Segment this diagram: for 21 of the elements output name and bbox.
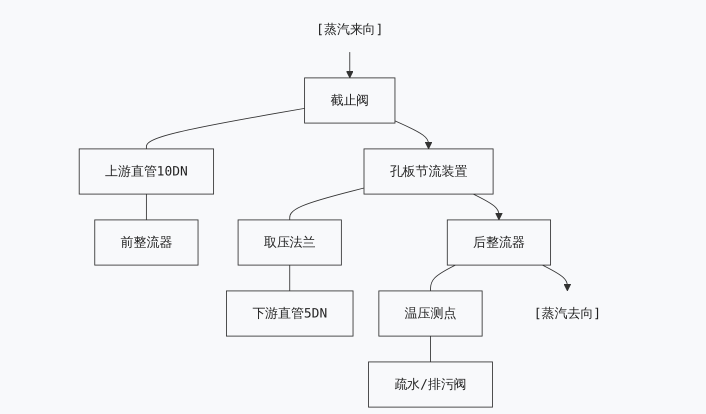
connector xyxy=(430,264,456,292)
node-box: 疏水/排污阀 xyxy=(368,362,493,408)
node-box: 下游直管5DN xyxy=(226,290,354,337)
connector xyxy=(146,194,147,220)
connector xyxy=(146,108,306,150)
node-box: 孔板节流装置 xyxy=(364,148,494,195)
node-box: 后整流器 xyxy=(446,219,551,266)
node-box: 温压测点 xyxy=(378,290,483,337)
node-box: 前整流器 xyxy=(94,219,198,266)
node-text: [蒸汽来向] xyxy=(316,22,384,38)
connector xyxy=(289,264,290,292)
arrow xyxy=(394,120,432,150)
node-box: 截止阀 xyxy=(304,77,396,124)
node-text: [蒸汽去向] xyxy=(534,306,601,322)
connector xyxy=(430,336,431,362)
node-box: 上游直管10DN xyxy=(78,148,214,195)
connector xyxy=(289,188,364,220)
arrow xyxy=(472,194,503,220)
arrow xyxy=(542,264,572,292)
arrow xyxy=(346,52,354,78)
node-box: 取压法兰 xyxy=(238,219,342,266)
